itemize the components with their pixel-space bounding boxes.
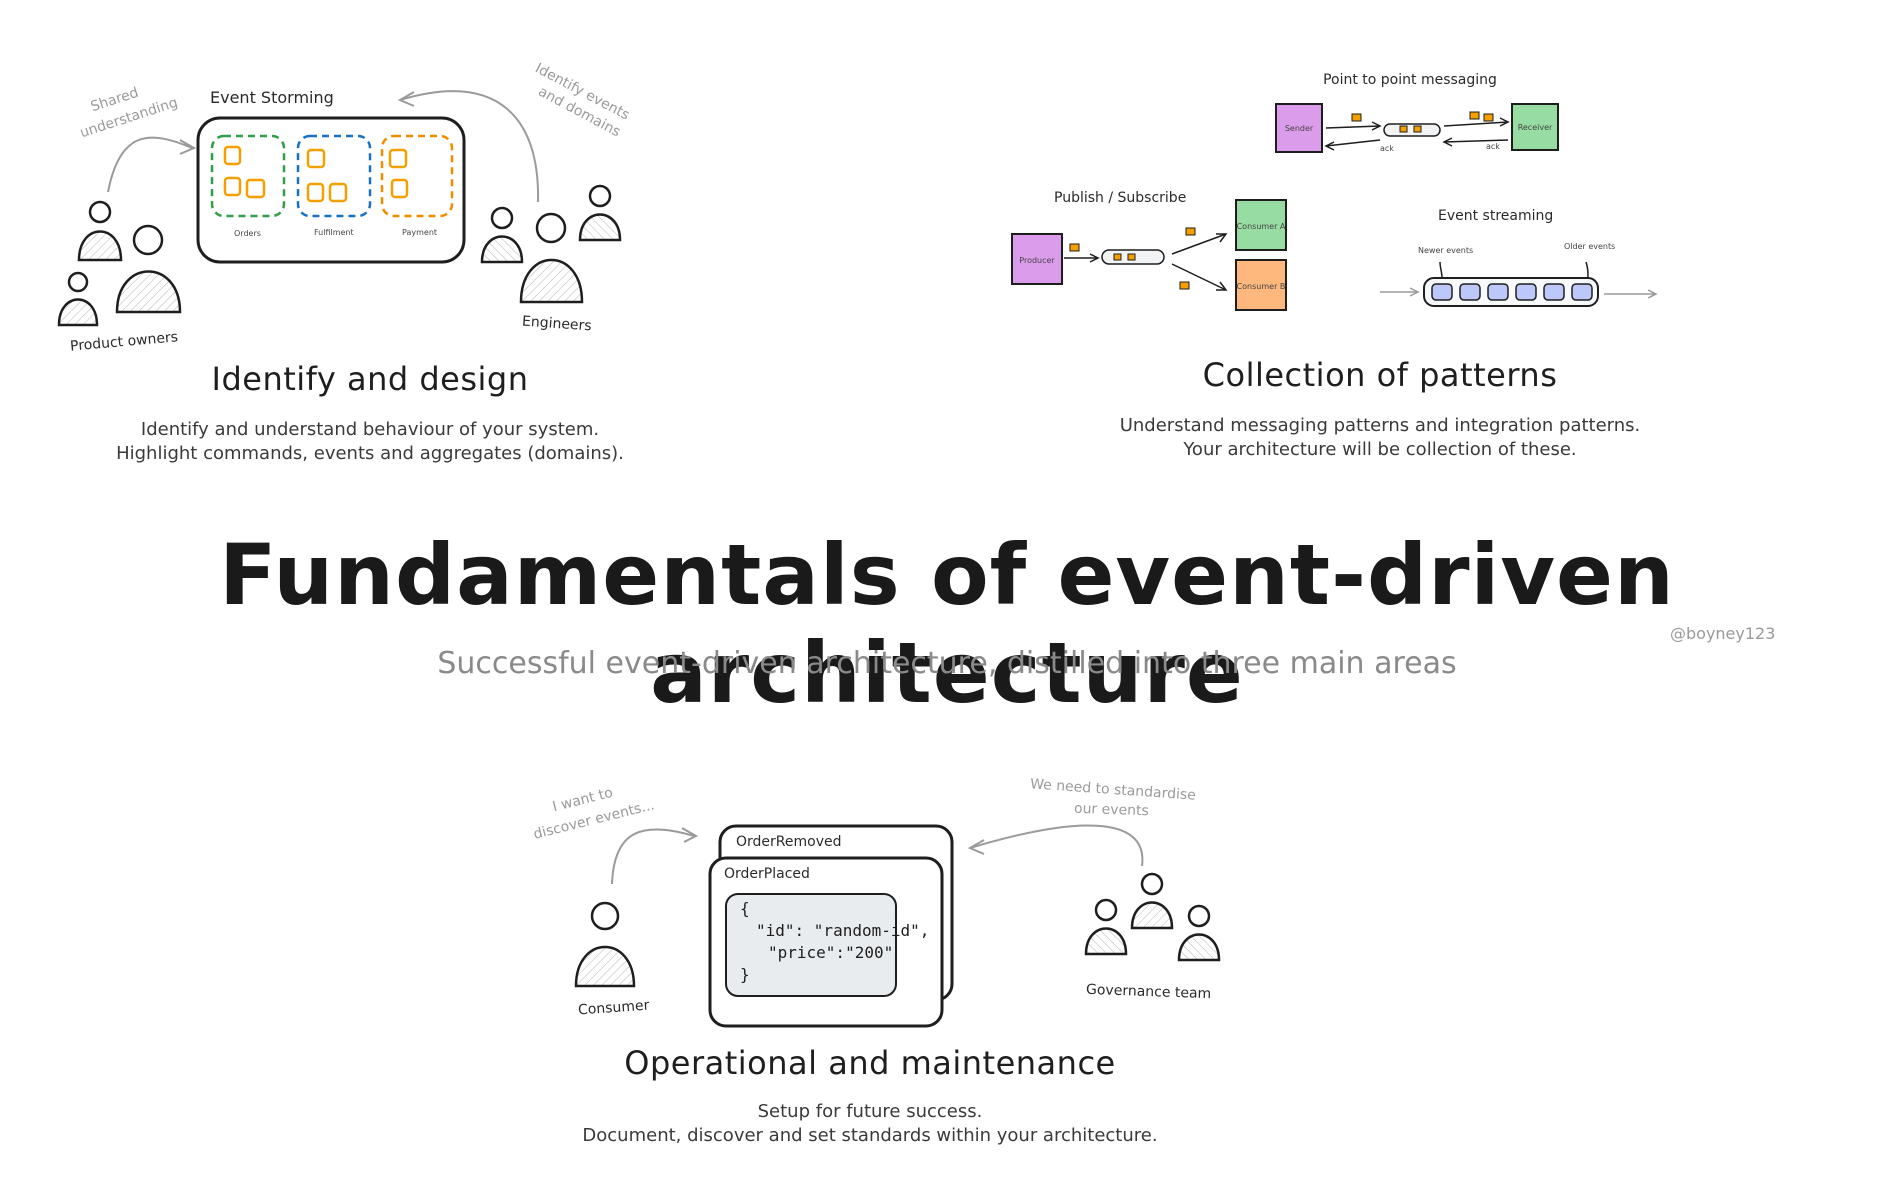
code-line-4: }: [740, 965, 750, 984]
discover-arrow: [611, 828, 695, 885]
operational-desc-line1: Setup for future success.: [757, 1101, 983, 1122]
sender-box: [1275, 103, 1323, 153]
p2p-envelopes: [1351, 111, 1494, 133]
stream-arrows: [1380, 261, 1658, 299]
p2p-arrows: [1324, 117, 1510, 151]
engineers-people: [480, 184, 622, 304]
pubsub-arrows: [1064, 233, 1228, 291]
newer-events-label: Newer events: [1418, 246, 1474, 255]
orders-group: [210, 134, 286, 218]
consumer-b-label: Consumer B: [1236, 282, 1286, 291]
pubsub-label: Publish / Subscribe: [1054, 190, 1187, 206]
streaming-label: Event streaming: [1438, 208, 1554, 224]
pubsub-envelopes: [1069, 227, 1196, 290]
patterns-title: Collection of patterns: [1202, 356, 1558, 394]
author-handle: @boyney123: [1670, 624, 1776, 643]
code-line-1: {: [740, 899, 750, 918]
page-title: Fundamentals of event-driven architectur…: [219, 526, 1675, 722]
payload-box: [725, 893, 897, 997]
operational-title: Operational and maintenance: [624, 1044, 1116, 1082]
identify-events-arrow: [399, 90, 540, 203]
payment-group: [380, 134, 454, 218]
standardise-arrow: [969, 824, 1144, 867]
event-storming-board: [196, 116, 466, 264]
sender-label: Sender: [1284, 124, 1314, 133]
order-placed-label: OrderPlaced: [724, 866, 810, 882]
orders-label: Orders: [234, 229, 261, 238]
event-storming-label: Event Storming: [210, 88, 334, 107]
code-line-2: "id": "random-id",: [756, 921, 930, 940]
order-removed-label: OrderRemoved: [736, 834, 842, 850]
ack-label-1: ack: [1380, 144, 1394, 153]
producer-box: [1011, 233, 1063, 285]
older-events-label: Older events: [1564, 242, 1616, 251]
producer-label: Producer: [1019, 256, 1055, 265]
event-stream: [1423, 277, 1599, 307]
consumer-a-label: Consumer A: [1236, 222, 1286, 231]
p2p-queue: [1383, 123, 1441, 137]
payment-label: Payment: [402, 228, 438, 237]
patterns-desc-line2: Your architecture will be collection of …: [1183, 439, 1577, 460]
identify-desc-line1: Identify and understand behaviour of you…: [140, 419, 600, 440]
identify-title: Identify and design: [211, 360, 529, 398]
consumer-person: [574, 901, 636, 988]
fulfilment-group: [296, 134, 372, 218]
operational-desc-line2: Document, discover and set standards wit…: [582, 1125, 1158, 1146]
p2p-label: Point to point messaging: [1323, 72, 1497, 88]
governance-people: [1084, 872, 1221, 962]
fulfilment-label: Fulfilment: [314, 228, 354, 237]
product-owners-people: [57, 200, 182, 327]
sticky-notes: [223, 145, 409, 203]
identify-desc-line2: Highlight commands, events and aggregate…: [116, 443, 624, 464]
shared-understanding-arrow: [107, 136, 193, 193]
stream-events: [1431, 283, 1593, 301]
code-line-3: "price":"200": [768, 943, 894, 962]
receiver-box: [1511, 103, 1559, 151]
consumer-a-box: [1235, 199, 1287, 251]
ack-label-2: ack: [1486, 142, 1500, 151]
receiver-label: Receiver: [1517, 123, 1553, 132]
standardise-note-line2: our events: [1073, 800, 1150, 820]
page-subtitle: Successful event-driven architecture, di…: [437, 646, 1457, 681]
consumer-b-box: [1235, 259, 1287, 311]
patterns-desc-line1: Understand messaging patterns and integr…: [1119, 415, 1641, 436]
